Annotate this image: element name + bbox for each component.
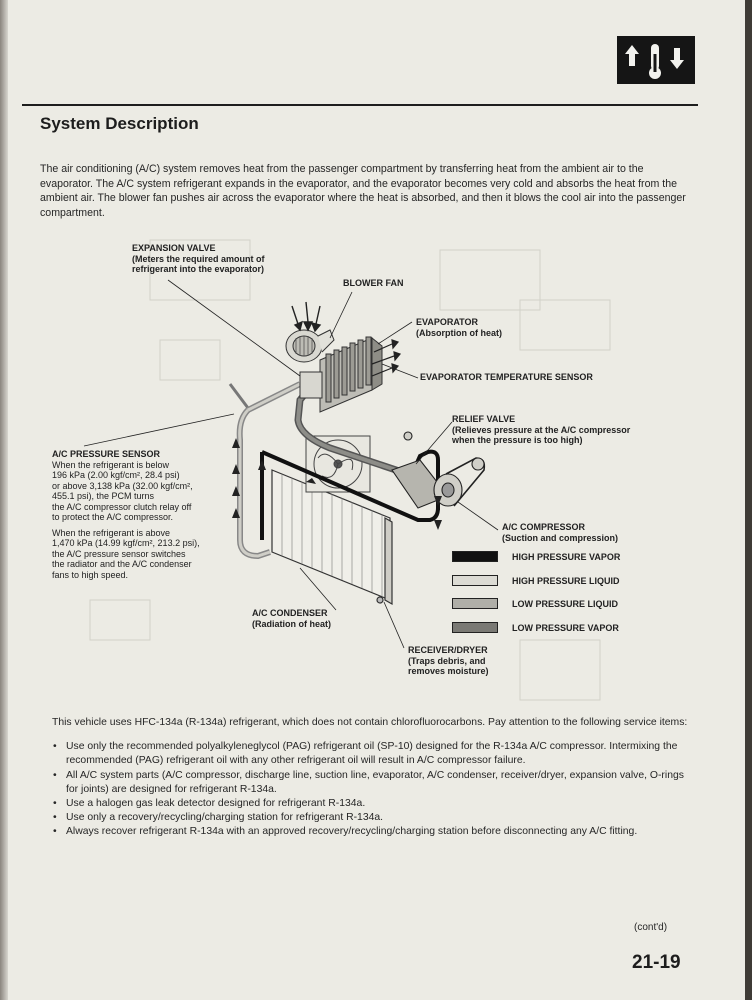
legend-swatch — [452, 575, 498, 586]
ac-pressure-sensor-label: A/C PRESSURE SENSOR When the refrigerant… — [52, 449, 200, 580]
ac-condenser-label: A/C CONDENSER(Radiation of heat) — [252, 608, 331, 629]
relief-valve-label: RELIEF VALVE (Relieves pressure at the A… — [452, 414, 631, 445]
section-title: System Description — [40, 114, 199, 133]
ac-compressor-label: A/C COMPRESSOR(Suction and compression) — [502, 522, 619, 543]
list-item: Use only the recommended polyalkylenegly… — [53, 740, 692, 768]
list-item: All A/C system parts (A/C compressor, di… — [53, 769, 692, 797]
legend-high-pressure-liquid: HIGH PRESSURE LIQUID — [452, 575, 620, 586]
legend-swatch — [452, 598, 498, 609]
legend-low-pressure-vapor: LOW PRESSURE VAPOR — [452, 622, 619, 633]
expansion-valve-label: EXPANSION VALVE (Meters the required amo… — [132, 243, 265, 274]
blower-fan-label: BLOWER FAN — [343, 278, 404, 288]
blower-fan-icon — [285, 329, 335, 363]
service-items-list: Use only the recommended polyalkylenegly… — [52, 740, 692, 840]
page-edge-shadow — [745, 0, 752, 1000]
air-flow-arrows-icon — [291, 301, 322, 333]
evaporator-icon — [319, 336, 383, 413]
ac-system-diagram — [83, 239, 611, 701]
continued-label: (cont'd) — [634, 922, 668, 933]
climate-section-icon — [617, 36, 695, 84]
page-spine-shadow — [0, 0, 8, 1000]
refrigerant-note: This vehicle uses HFC-134a (R-134a) refr… — [52, 717, 688, 728]
flow-direction-arrows — [232, 438, 442, 530]
legend-swatch — [452, 551, 498, 562]
list-item: Always recover refrigerant R-134a with a… — [53, 825, 692, 839]
intro-paragraph: The air conditioning (A/C) system remove… — [40, 163, 686, 219]
page-number: 21-19 — [632, 952, 681, 973]
evaporator-temp-sensor-label: EVAPORATOR TEMPERATURE SENSOR — [420, 372, 593, 382]
legend-low-pressure-liquid: LOW PRESSURE LIQUID — [452, 598, 618, 609]
service-notes: This vehicle uses HFC-134a (R-134a) refr… — [52, 716, 692, 840]
expansion-valve-icon — [299, 371, 323, 399]
condenser-icon — [271, 469, 393, 606]
legend-high-pressure-vapor: HIGH PRESSURE VAPOR — [452, 551, 620, 562]
list-item: Use a halogen gas leak detector designed… — [53, 797, 692, 811]
legend-swatch — [452, 622, 498, 633]
list-item: Use only a recovery/recycling/charging s… — [53, 811, 692, 825]
evaporator-label: EVAPORATOR(Absorption of heat) — [416, 317, 502, 338]
header-rule — [22, 104, 698, 106]
